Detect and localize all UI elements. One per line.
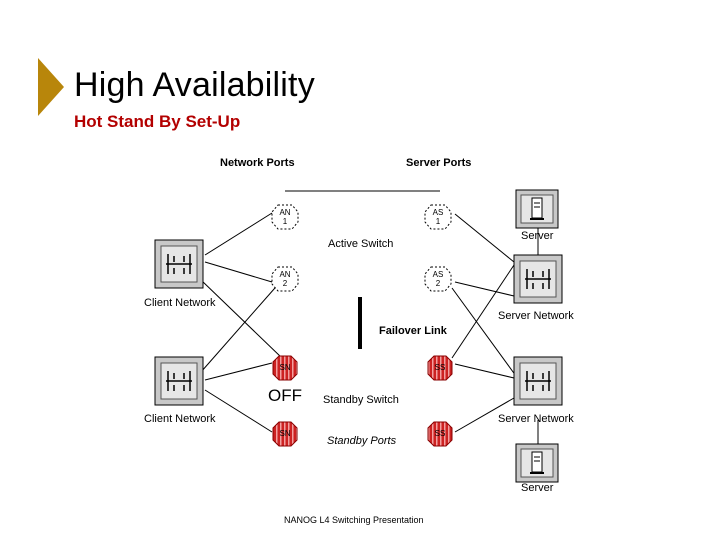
off-label: OFF <box>268 386 302 405</box>
port-as1-label-1: AS <box>433 208 444 217</box>
standby-switch-label: Standby Switch <box>323 394 399 406</box>
port-ss2-label: SS <box>435 429 446 438</box>
port-an2-label-2: 2 <box>283 279 288 288</box>
server-switch-top <box>513 254 563 304</box>
server-icon-top <box>515 189 559 229</box>
client-network-bottom-label: Client Network <box>144 413 216 425</box>
port-as2-label-1: AS <box>433 270 444 279</box>
server-network-bottom-label: Server Network <box>498 413 574 425</box>
port-as1-label-2: 1 <box>436 217 441 226</box>
active-port-as1 <box>424 204 452 230</box>
port-an1-label-1: AN <box>279 208 290 217</box>
active-switch-label: Active Switch <box>328 238 394 250</box>
failover-link-bar <box>358 297 362 349</box>
server-ports-label: Server Ports <box>406 157 472 169</box>
failover-link-label: Failover Link <box>379 325 447 337</box>
active-port-as2 <box>424 266 452 292</box>
server-icon-bottom <box>515 443 559 483</box>
client-switch-bottom <box>154 356 204 406</box>
port-sn2-label: SN <box>279 429 290 438</box>
slide-title: High Availability <box>74 66 315 104</box>
client-network-top-label: Client Network <box>144 297 216 309</box>
port-an2-label-1: AN <box>279 270 290 279</box>
server-top-label: Server <box>521 230 554 242</box>
port-sn1-label: SN <box>279 363 290 372</box>
active-port-an1 <box>271 204 299 230</box>
standby-port-sn1 <box>272 355 298 381</box>
footer-text: NANOG L4 Switching Presentation <box>284 515 424 525</box>
connection-lines <box>200 212 539 444</box>
standby-port-ss1 <box>427 355 453 381</box>
server-switch-bottom <box>513 356 563 406</box>
port-an1-label-2: 1 <box>283 217 288 226</box>
standby-port-ss2 <box>427 421 453 447</box>
standby-port-sn2 <box>272 421 298 447</box>
network-ports-label: Network Ports <box>220 157 295 169</box>
slide-subtitle: Hot Stand By Set-Up <box>74 112 241 131</box>
port-ss1-label: SS <box>435 363 446 372</box>
server-network-top-label: Server Network <box>498 310 574 322</box>
server-bottom-label: Server <box>521 482 554 494</box>
active-port-an2 <box>271 266 299 292</box>
client-switch-top <box>154 239 204 289</box>
title-accent-triangle <box>38 58 64 116</box>
port-as2-label-2: 2 <box>436 279 441 288</box>
standby-ports-label: Standby Ports <box>327 435 397 447</box>
